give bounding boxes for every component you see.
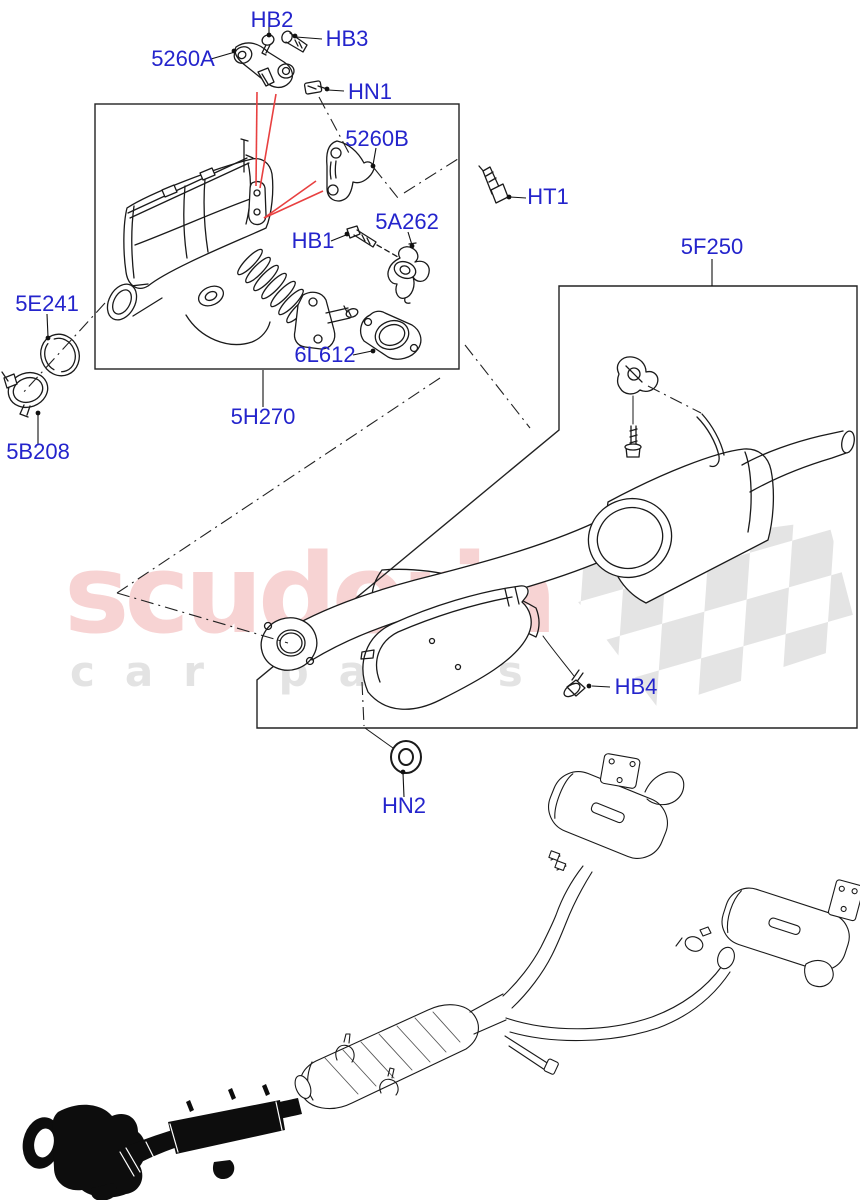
part-label-HB1[interactable]: HB1 (292, 228, 335, 253)
part-label-5A262[interactable]: 5A262 (375, 209, 439, 234)
part-label-HT1[interactable]: HT1 (527, 184, 569, 209)
box-5F250 (256, 285, 858, 729)
part-label-5260A[interactable]: 5260A (151, 46, 215, 71)
box-5H270 (94, 103, 460, 370)
clip-hn1-drawing (303, 80, 328, 95)
left-rear-muffler (548, 753, 685, 872)
bolt-hb1-drawing (346, 225, 399, 258)
red-callout-lines (255, 91, 324, 219)
part-label-5F250[interactable]: 5F250 (681, 234, 743, 259)
leader-lines (37, 23, 713, 798)
leader-HN1 (327, 89, 345, 92)
leader-HB3 (295, 36, 323, 40)
part-labels: HB2 HB3 5260A HN1 5260B HT1 5A262 HB1 5F… (6, 7, 743, 818)
part-label-5E241[interactable]: 5E241 (15, 291, 79, 316)
bolt-hb3-drawing (281, 30, 308, 53)
part-label-HB3[interactable]: HB3 (326, 26, 369, 51)
center-muffler-hatch (324, 1011, 461, 1095)
front-pipe-details (34, 1101, 283, 1177)
part-label-6L612[interactable]: 6L612 (294, 342, 355, 367)
gasket-6l612-drawing (359, 310, 422, 360)
clamp-5b208-drawing (1, 371, 49, 418)
leader-5A262 (407, 231, 413, 246)
leader-5260A (210, 51, 236, 60)
line-art (1, 30, 860, 1200)
overview-exhaust-system-drawing (22, 753, 860, 1200)
muffler-assembly-5f250-drawing (260, 356, 855, 774)
part-label-5B208[interactable]: 5B208 (6, 439, 70, 464)
part-label-HN2[interactable]: HN2 (382, 793, 426, 818)
part-label-5260B[interactable]: 5260B (345, 126, 409, 151)
bolt-hb2-drawing (261, 34, 275, 56)
leader-6L612 (352, 350, 373, 356)
bracket-5260b-drawing (326, 140, 375, 202)
leader-5260B (372, 147, 377, 166)
part-label-HB4[interactable]: HB4 (615, 674, 658, 699)
right-rear-muffler (675, 879, 860, 988)
part-label-HB2[interactable]: HB2 (251, 7, 294, 32)
leader-HB4 (591, 685, 611, 688)
highlighted-front-pipe (22, 1084, 302, 1200)
part-label-HN1[interactable]: HN1 (348, 79, 392, 104)
dpf-assembly-drawing (106, 138, 359, 350)
leader-HN2 (402, 772, 405, 798)
leader-HB1 (330, 234, 347, 242)
sensor-ht1-drawing (478, 165, 509, 204)
hanger-5a262-drawing (387, 242, 430, 304)
bracket-5260a-drawing (233, 42, 295, 89)
part-label-5H270[interactable]: 5H270 (231, 404, 296, 429)
assembly-boxes (94, 103, 858, 729)
leader-HT1 (509, 196, 527, 199)
leader-5E241 (46, 313, 49, 338)
gasket-ring-5e241-drawing (40, 333, 80, 377)
leader-dots (35, 32, 592, 775)
construction-lines (21, 96, 702, 727)
